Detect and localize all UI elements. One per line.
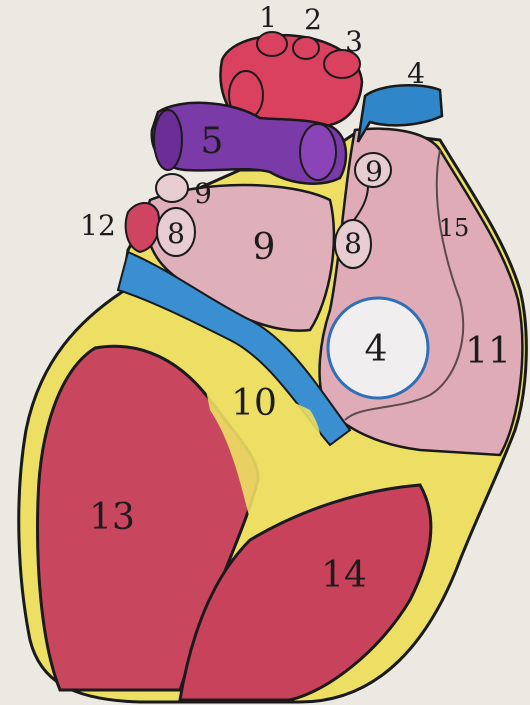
label-4-circle: 4 — [365, 332, 388, 368]
label-9-left: 9 — [194, 180, 212, 208]
label-8-right: 8 — [344, 230, 362, 258]
label-11: 11 — [465, 334, 511, 370]
purple-vessel-end-left — [154, 110, 182, 170]
label-14: 14 — [321, 558, 367, 594]
label-3: 3 — [345, 28, 363, 56]
vessel-bump-2 — [293, 37, 319, 59]
label-2: 2 — [304, 6, 322, 34]
label-13: 13 — [89, 500, 135, 536]
label-4-top: 4 — [407, 60, 425, 88]
circle-9-left — [156, 174, 188, 202]
label-10: 10 — [231, 386, 277, 422]
purple-vessel-end-right — [300, 124, 336, 180]
label-8-left: 8 — [167, 220, 185, 248]
vessel-bump-1 — [257, 32, 287, 56]
label-15: 15 — [439, 216, 470, 240]
label-12: 12 — [80, 212, 116, 240]
label-9-center: 9 — [253, 230, 276, 266]
label-1: 1 — [259, 4, 277, 32]
label-9-right: 9 — [365, 158, 383, 186]
label-5: 5 — [201, 124, 224, 160]
